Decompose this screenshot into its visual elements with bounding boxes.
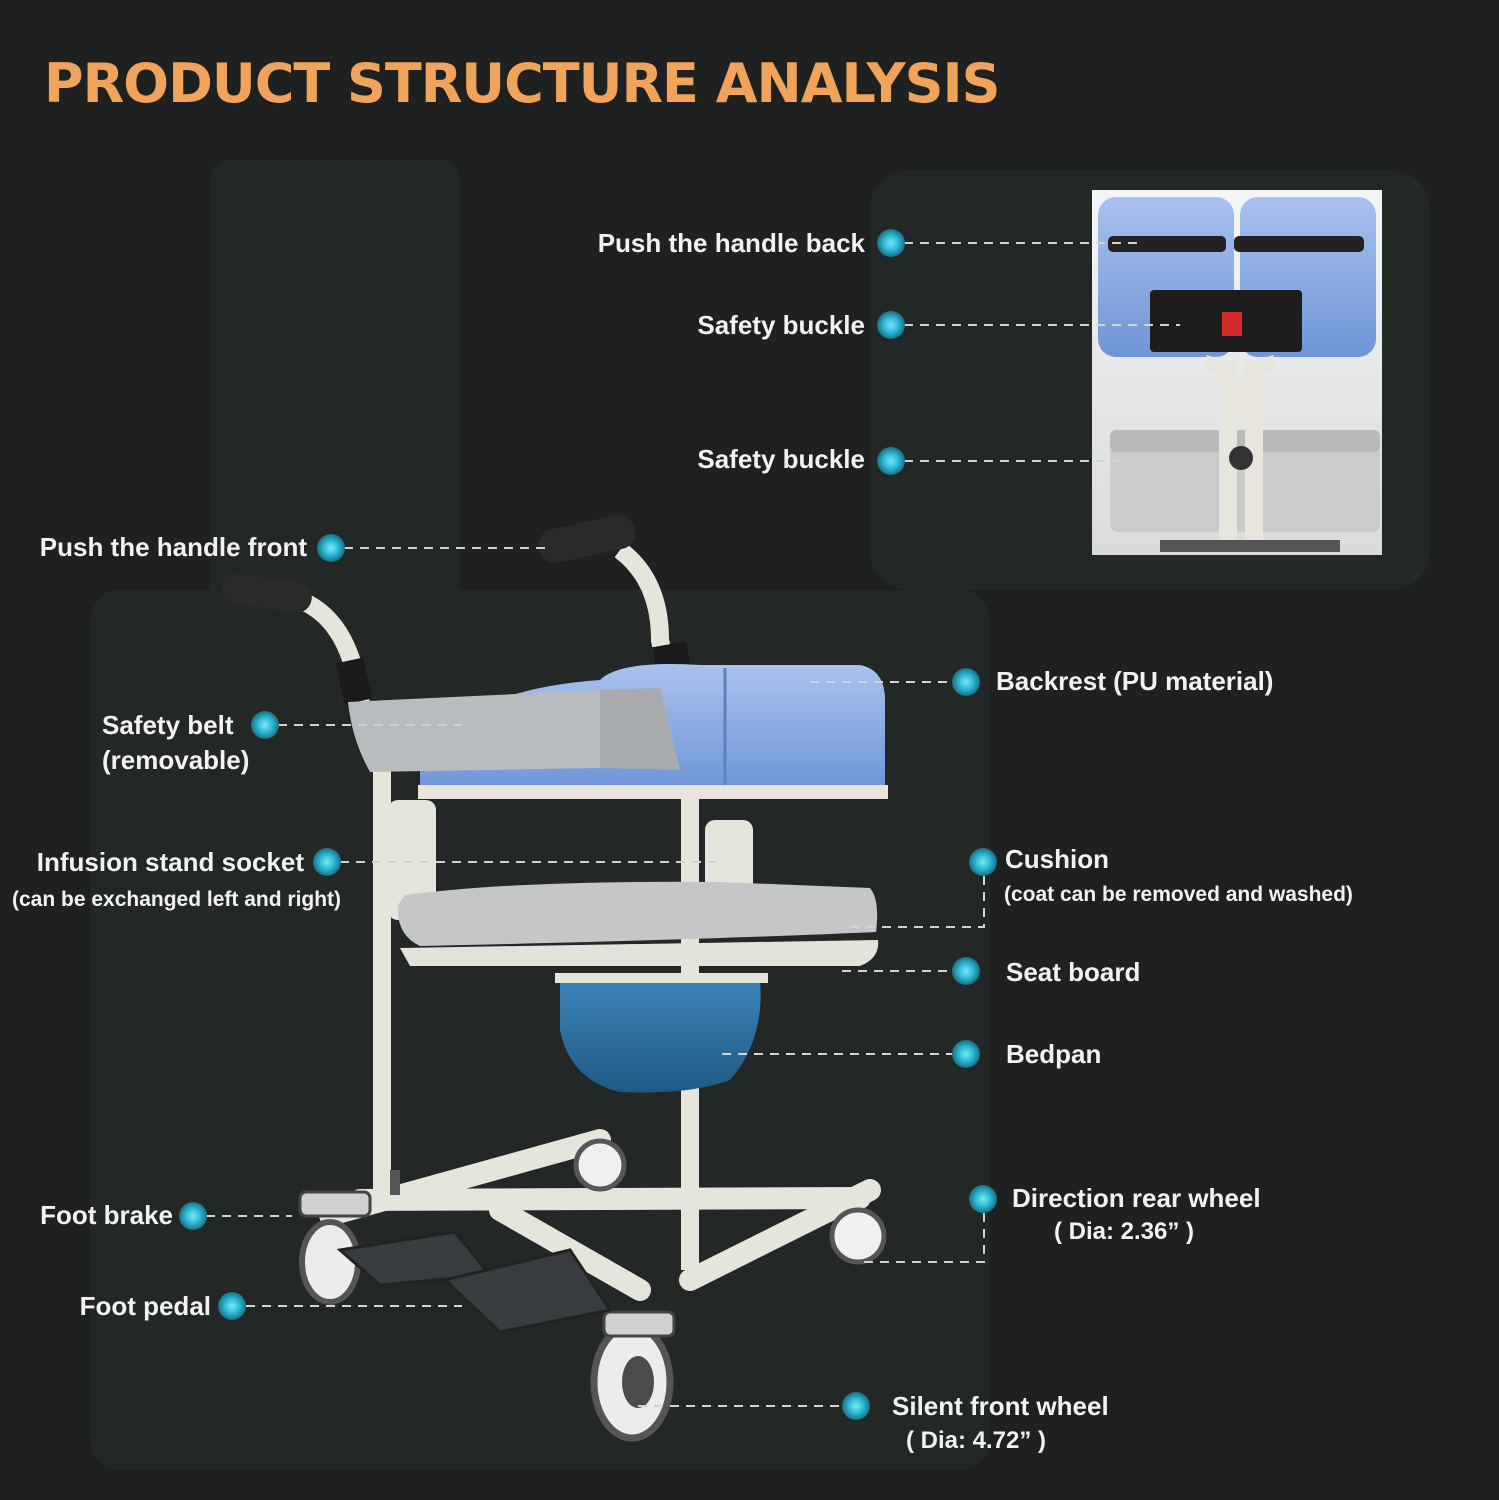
marker-dot: [969, 1185, 997, 1213]
label-rear-wheel-diameter: ( Dia: 2.36” ): [1054, 1218, 1195, 1245]
marker-dot: [218, 1292, 246, 1320]
label-seat-board: Seat board: [1006, 957, 1141, 987]
marker-dot: [877, 311, 905, 339]
label-bedpan: Bedpan: [1006, 1039, 1102, 1069]
label-backrest: Backrest (PU material): [996, 666, 1274, 696]
label-direction-rear-wheel: Direction rear wheel: [1012, 1183, 1261, 1213]
marker-dots: [179, 229, 997, 1420]
label-push-handle-front: Push the handle front: [39, 532, 307, 562]
marker-dot: [317, 534, 345, 562]
label-foot-brake: Foot brake: [40, 1200, 173, 1230]
label-safety-buckle-upper: Safety buckle: [697, 310, 865, 340]
label-infusion-socket-note: (can be exchanged left and right): [12, 888, 342, 911]
label-infusion-socket: Infusion stand socket: [36, 847, 304, 877]
label-silent-front-wheel: Silent front wheel: [892, 1391, 1109, 1421]
label-cushion: Cushion: [1005, 844, 1109, 874]
leader-lines: [206, 242, 1180, 1407]
marker-dot: [952, 1040, 980, 1068]
page-title: PRODUCT STRUCTURE ANALYSIS: [44, 52, 1000, 115]
label-foot-pedal: Foot pedal: [79, 1291, 211, 1321]
marker-dot: [952, 668, 980, 696]
label-push-handle-back: Push the handle back: [597, 228, 865, 258]
marker-dot: [842, 1392, 870, 1420]
label-safety-belt-note: (removable): [102, 745, 250, 775]
marker-dot: [969, 848, 997, 876]
chair-image: [222, 515, 888, 1442]
label-safety-belt: Safety belt: [102, 710, 234, 740]
marker-dot: [877, 229, 905, 257]
label-cushion-note: (coat can be removed and washed): [1004, 883, 1353, 906]
marker-dot: [251, 711, 279, 739]
marker-dot: [179, 1202, 207, 1230]
marker-dot: [877, 447, 905, 475]
marker-dot: [952, 957, 980, 985]
label-front-wheel-diameter: ( Dia: 4.72” ): [906, 1427, 1047, 1454]
inset-back-view-image: [1092, 190, 1382, 555]
label-safety-buckle-lower: Safety buckle: [697, 444, 865, 474]
marker-dot: [313, 848, 341, 876]
